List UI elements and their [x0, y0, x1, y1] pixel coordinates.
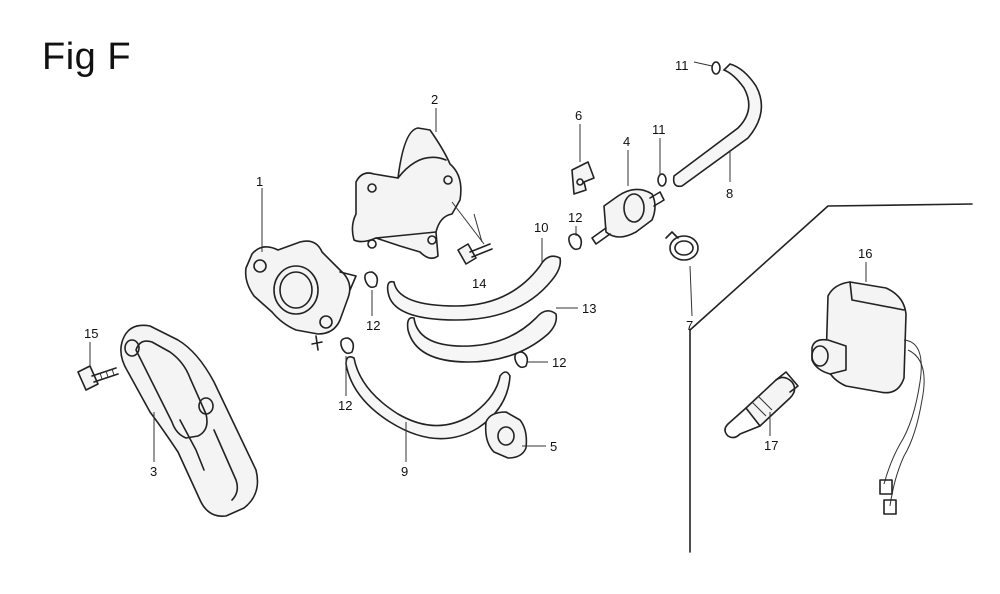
part-1-flange — [244, 240, 357, 351]
part-6-clip — [571, 161, 595, 195]
part-14-bolt — [457, 243, 493, 265]
hose-9 — [345, 356, 511, 440]
part-15-bolt — [77, 365, 119, 391]
callout-13: 13 — [582, 301, 596, 316]
callout-2: 2 — [431, 92, 438, 107]
inset-separator — [689, 203, 973, 553]
part-5-grommet — [484, 411, 528, 459]
callout-1: 1 — [256, 174, 263, 189]
callout-12a: 12 — [366, 318, 380, 333]
callout-12b: 12 — [338, 398, 352, 413]
callout-7: 7 — [686, 318, 693, 333]
callout-10: 10 — [534, 220, 548, 235]
figure-title: Fig F — [42, 36, 132, 78]
callout-8: 8 — [726, 186, 733, 201]
callout-9: 9 — [401, 464, 408, 479]
callout-5: 5 — [550, 439, 557, 454]
leader-lines — [89, 61, 867, 462]
callout-11b: 11 — [652, 122, 666, 137]
part-17-plug — [724, 371, 799, 439]
part-2-cover — [351, 127, 462, 260]
hoses — [345, 63, 763, 440]
hose-8 — [672, 63, 763, 188]
hose-upper — [386, 255, 562, 321]
callout-4: 4 — [623, 134, 630, 149]
part-3-bracket — [120, 324, 259, 517]
callout-labels: 1 2 3 4 5 6 7 8 9 10 11 11 12 12 12 12 1… — [84, 58, 872, 479]
callout-15: 15 — [84, 326, 98, 341]
hose-13 — [406, 310, 558, 363]
callout-6: 6 — [575, 108, 582, 123]
part-11-rings — [657, 61, 721, 187]
callout-12c: 12 — [568, 210, 582, 225]
callout-12d: 12 — [552, 355, 566, 370]
callout-14: 14 — [472, 276, 486, 291]
part-16-coil — [811, 281, 925, 515]
callout-3: 3 — [150, 464, 157, 479]
part-7-clamp — [665, 231, 699, 261]
callout-11a: 11 — [675, 58, 689, 73]
part-4-valve — [591, 188, 665, 245]
callout-16: 16 — [858, 246, 872, 261]
callout-17: 17 — [764, 438, 778, 453]
